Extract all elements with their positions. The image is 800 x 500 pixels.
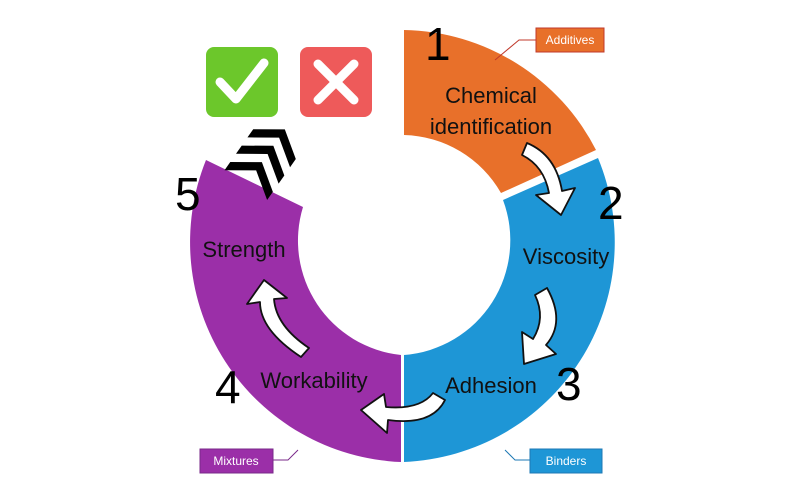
curved-arrow-icon [521,142,576,216]
callout-binders: Binders [504,448,603,474]
step-1-label-line2: identification [430,114,552,139]
curved-arrow-icon [360,392,446,434]
curved-arrow-icon [521,287,558,365]
check-icon [206,47,278,117]
step-number-2: 2 [598,177,624,229]
step-number-5: 5 [175,168,201,220]
step-numbers: 1 2 3 4 5 [175,18,624,413]
segment-mixtures [190,160,401,462]
ring [190,30,615,462]
step-5-label: Strength [202,237,285,262]
callout-binders-label: Binders [546,454,587,468]
curved-arrow-icon [246,279,310,358]
step-4-label: Workability [260,368,367,393]
chevron-up-icon [224,129,296,201]
step-2-label: Viscosity [523,244,609,269]
step-number-3: 3 [556,358,582,410]
step-number-4: 4 [215,361,241,413]
callout-additives: Additives [494,27,605,61]
step-1-label-line1: Chemical [445,83,537,108]
step-3-label: Adhesion [445,373,537,398]
callout-mixtures-label: Mixtures [213,454,258,468]
segment-binders [404,158,615,462]
callout-mixtures: Mixtures [199,448,299,474]
callout-additives-label: Additives [546,33,595,47]
flow-arrows [246,142,576,434]
segment-chemical-identification [404,30,596,193]
close-icon [300,47,372,117]
step-number-1: 1 [425,18,451,70]
step-labels: Chemical identification Viscosity Adhesi… [202,83,609,398]
